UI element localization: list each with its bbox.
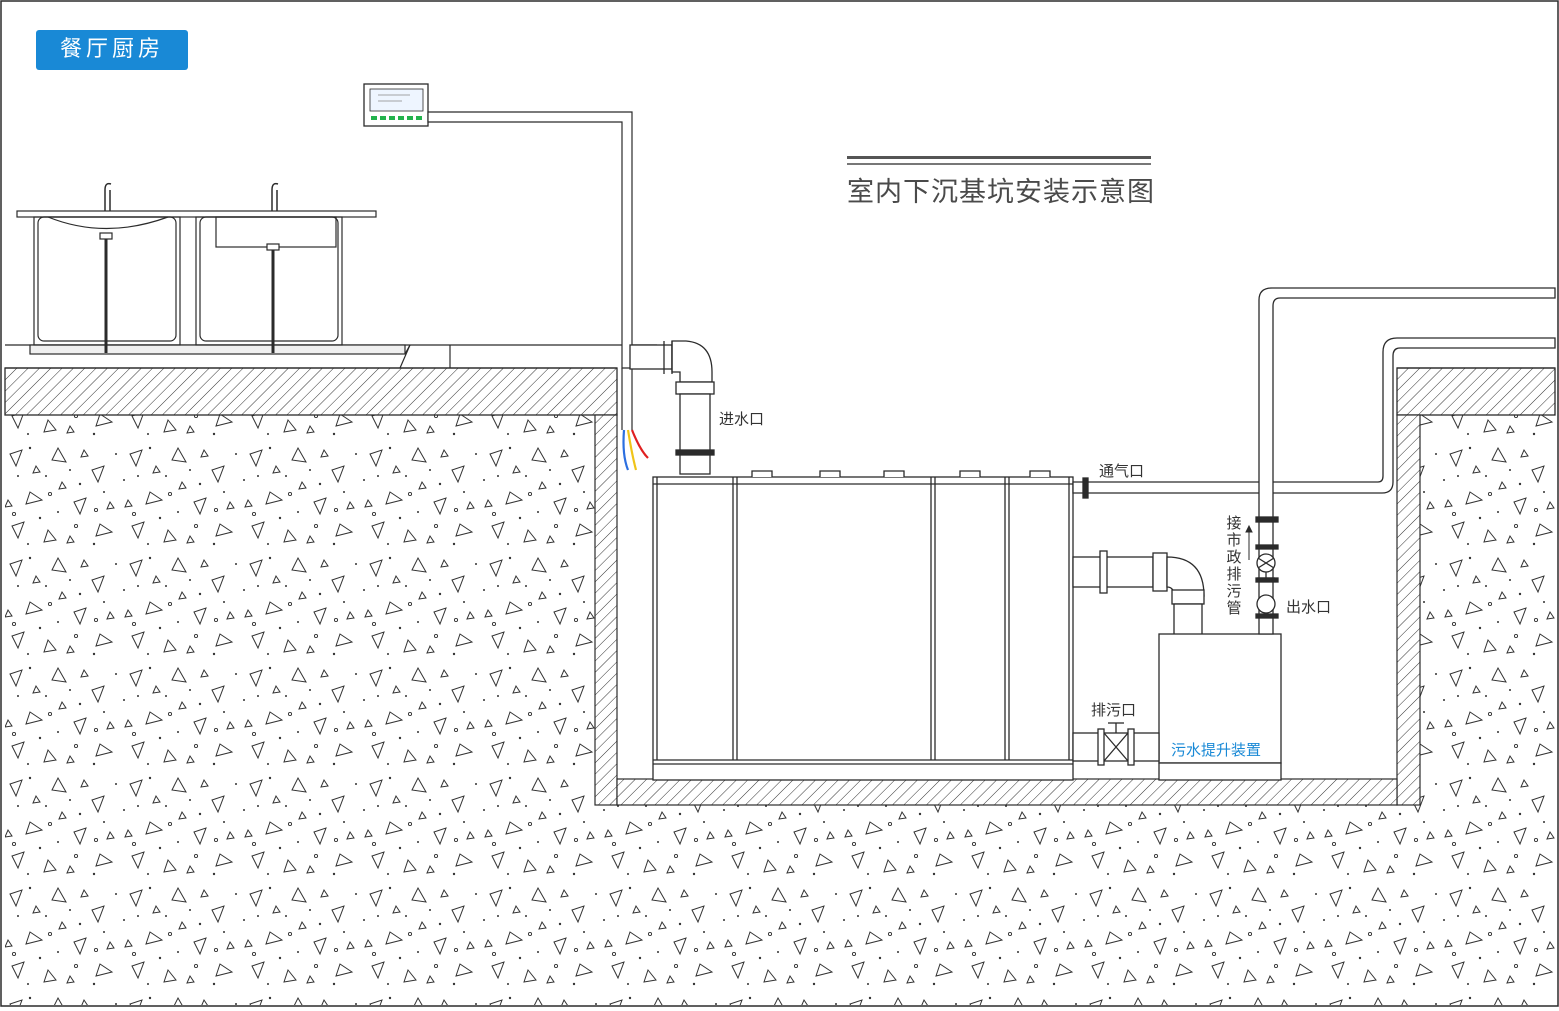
vent-pipe	[1072, 337, 1556, 499]
location-label: 餐厅厨房	[36, 30, 188, 70]
transfer-pipe	[1072, 550, 1205, 637]
inlet-label: 进水口	[719, 410, 765, 428]
floor-slab-left	[4, 367, 618, 416]
municipal-pipe	[1255, 287, 1556, 635]
power-cable	[622, 429, 649, 471]
municipal-pipe-label: 接市政排污管	[1226, 514, 1242, 617]
soil-bottom	[595, 805, 1555, 1005]
title-rule	[847, 156, 1151, 165]
lifting-device	[1158, 633, 1282, 781]
faucet-icon	[104, 182, 279, 211]
arrow-up-icon	[1245, 524, 1253, 560]
outlet-label: 出水口	[1286, 598, 1332, 616]
floor-slab-right	[1396, 367, 1556, 416]
inlet-pipe	[629, 340, 715, 475]
pit-wall-right	[1396, 414, 1421, 806]
pit-wall-left	[594, 414, 618, 806]
gate-valve-icon	[1256, 553, 1276, 579]
diagram-title: 室内下沉基坑安装示意图	[847, 177, 1155, 208]
vent-label: 通气口	[1099, 462, 1145, 480]
control-panel-icon	[363, 83, 429, 127]
kitchen-sink	[16, 210, 377, 353]
drain-pipe	[1072, 722, 1160, 766]
floor-finish	[5, 344, 1555, 369]
pit-floor	[616, 778, 1398, 806]
check-valve-icon	[1256, 594, 1276, 614]
lifting-device-label: 污水提升装置	[1171, 741, 1262, 759]
soil-right	[1420, 415, 1555, 805]
soil-left	[5, 415, 595, 1005]
cable-conduit	[427, 111, 633, 430]
separator-tank	[652, 470, 1074, 781]
drain-label: 排污口	[1091, 701, 1137, 719]
